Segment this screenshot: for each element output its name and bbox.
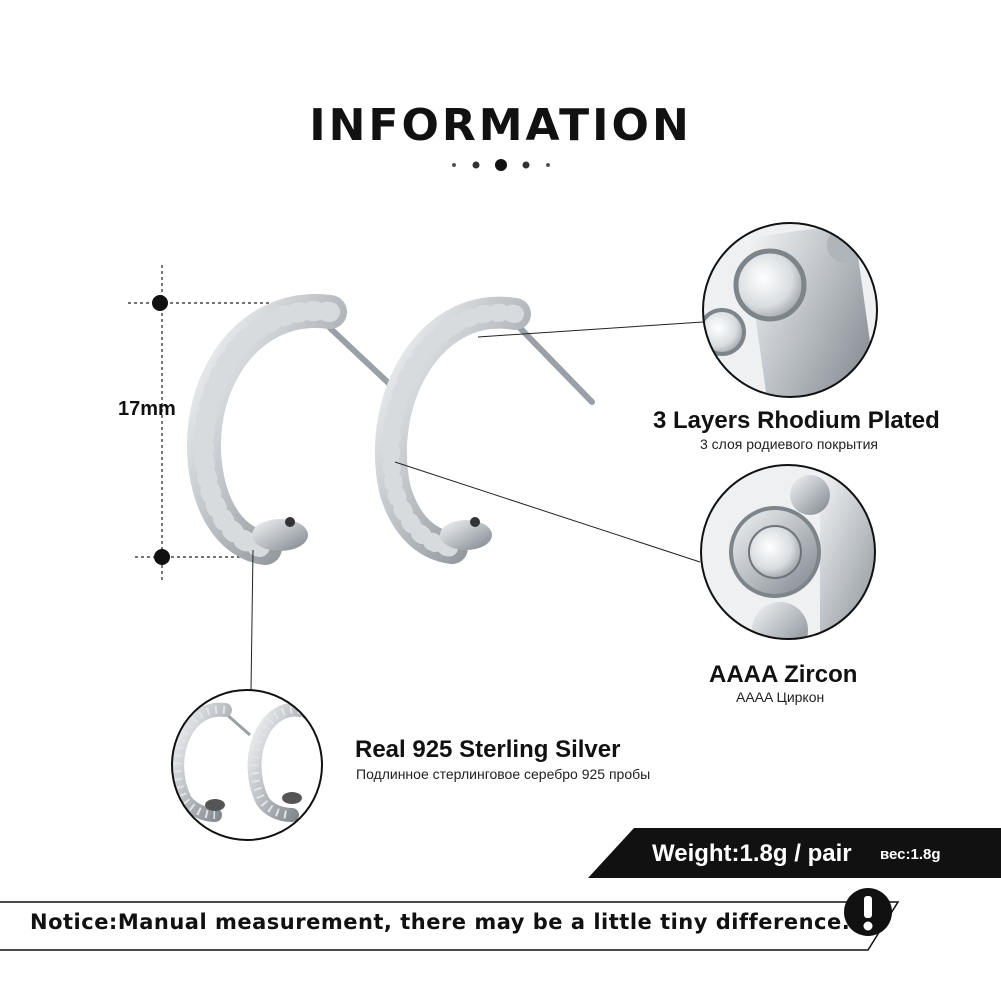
weight-value-ru: вес:1.8g [880, 846, 941, 863]
title-divider-dots [452, 159, 550, 171]
zoom-silver [171, 689, 323, 841]
zoom-rhodium [702, 222, 878, 398]
rhodium-title: 3 Layers Rhodium Plated [653, 407, 940, 434]
exclamation-icon [844, 888, 892, 936]
weight-banner [588, 828, 1001, 878]
zircon-title: AAAA Zircon [709, 661, 858, 688]
zircon-subtitle: AAAA Циркон [736, 689, 825, 705]
earring-left [186, 294, 401, 565]
earring-right [375, 296, 595, 564]
notice-text: Notice:Manual measurement, there may be … [30, 910, 851, 934]
weight-value: Weight:1.8g / pair [652, 840, 852, 867]
height-measurement-label: 17mm [118, 398, 176, 420]
silver-subtitle: Подлинное стерлинговое серебро 925 пробы [356, 766, 651, 782]
page-title: INFORMATION [309, 100, 692, 151]
silver-title: Real 925 Sterling Silver [355, 736, 621, 763]
rhodium-subtitle: 3 слоя родиевого покрытия [700, 436, 878, 452]
zoom-zircon [700, 464, 876, 640]
